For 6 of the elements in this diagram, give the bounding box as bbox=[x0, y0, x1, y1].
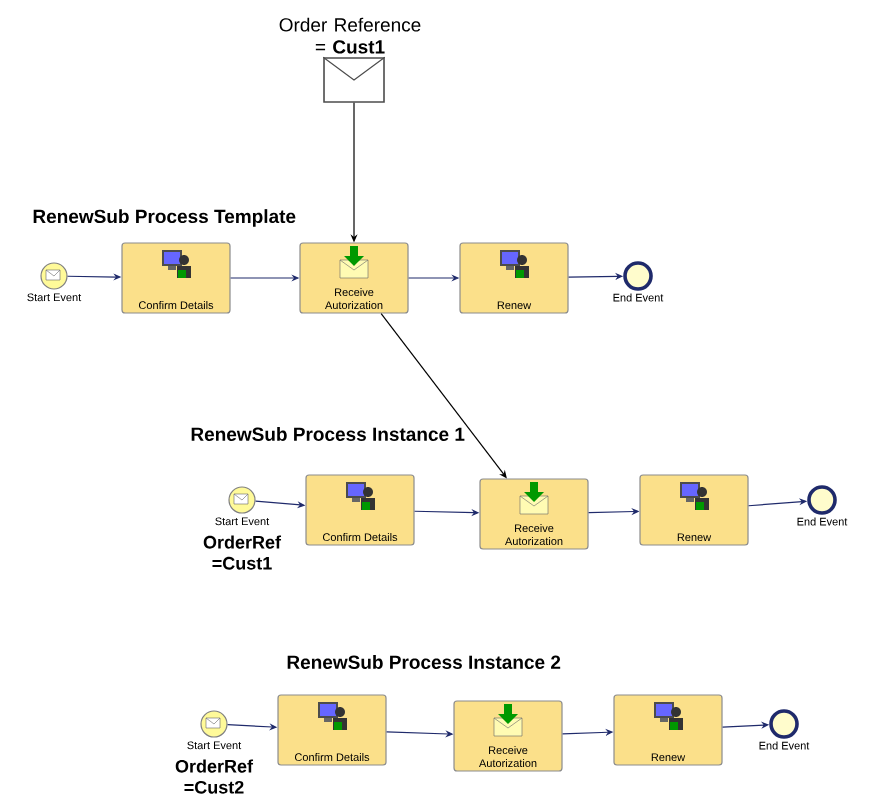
message-label: Order Reference = Cust1 bbox=[279, 17, 421, 54]
correlation-label: OrderRef =Cust2 bbox=[175, 759, 254, 794]
process-title: RenewSub Process Template bbox=[33, 209, 296, 227]
process-title: RenewSub Process Instance 2 bbox=[287, 655, 561, 669]
correlation-label: OrderRef =Cust1 bbox=[203, 535, 282, 570]
process-title: RenewSub Process Instance 1 bbox=[191, 427, 465, 441]
